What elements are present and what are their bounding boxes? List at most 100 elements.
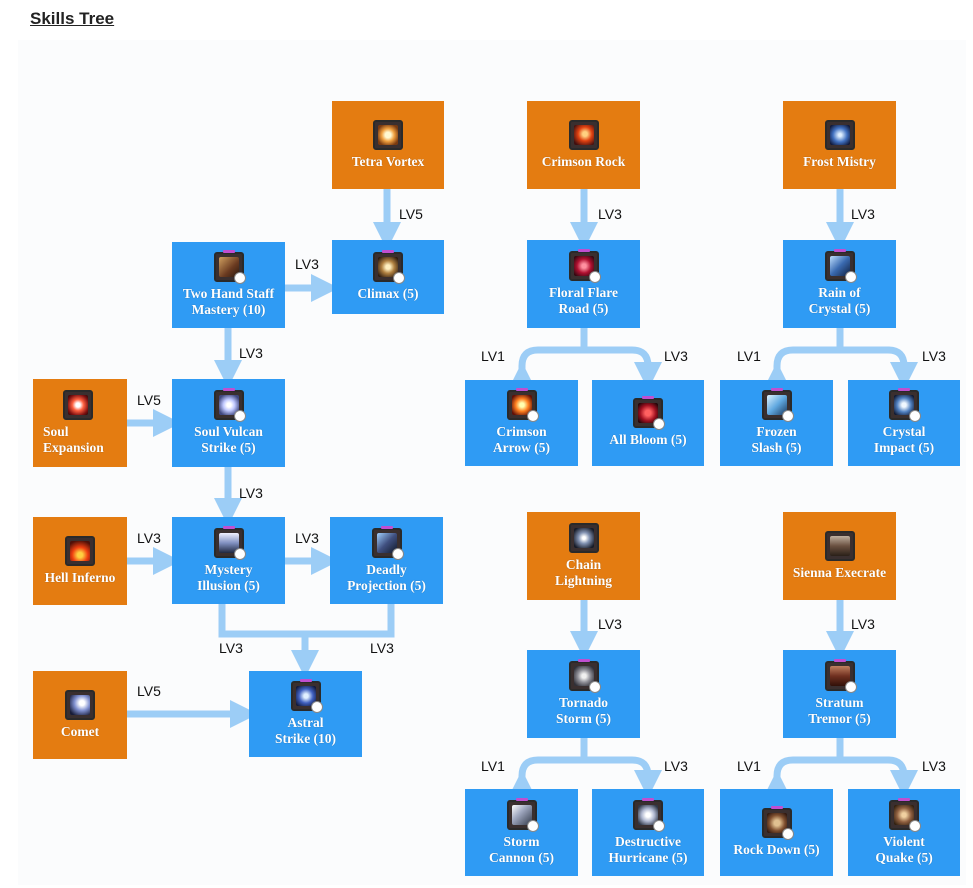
node-stratum-tremor[interactable]: Stratum Tremor (5) bbox=[783, 650, 896, 738]
node-label: Comet bbox=[60, 724, 100, 739]
node-frozen-slash[interactable]: Frozen Slash (5) bbox=[720, 380, 833, 466]
node-label: Frost Mistry bbox=[803, 154, 876, 169]
tetra-vortex-icon bbox=[373, 120, 403, 150]
node-crystal-impact[interactable]: Crystal Impact (5) bbox=[848, 380, 960, 466]
node-floral-flare-road[interactable]: Floral Flare Road (5) bbox=[527, 240, 640, 328]
level-label: LV3 bbox=[295, 256, 319, 272]
node-astral-strike[interactable]: Astral Strike (10) bbox=[249, 671, 362, 757]
node-label: Soul Vulcan Strike (5) bbox=[194, 424, 263, 455]
two-hand-staff-mastery-icon bbox=[213, 250, 246, 284]
node-tornado-storm[interactable]: Tornado Storm (5) bbox=[527, 650, 640, 738]
node-tetra-vortex[interactable]: Tetra Vortex bbox=[332, 101, 444, 189]
node-crimson-arrow[interactable]: Crimson Arrow (5) bbox=[465, 380, 578, 466]
level-label: LV5 bbox=[137, 683, 161, 699]
node-label: Chain Lightning bbox=[554, 557, 613, 588]
node-frost-mistry[interactable]: Frost Mistry bbox=[783, 101, 896, 189]
all-bloom-icon bbox=[633, 396, 665, 430]
node-label: Crystal Impact (5) bbox=[873, 424, 935, 455]
level-label: LV3 bbox=[239, 485, 263, 501]
node-rain-of-crystal[interactable]: Rain of Crystal (5) bbox=[783, 240, 896, 328]
node-mystery-illusion[interactable]: Mystery Illusion (5) bbox=[172, 517, 285, 604]
node-label: Rock Down (5) bbox=[733, 841, 820, 857]
crimson-rock-icon bbox=[568, 120, 599, 150]
node-label: Tetra Vortex bbox=[351, 154, 425, 169]
tornado-storm-icon bbox=[568, 659, 601, 693]
violent-quake-icon bbox=[889, 797, 921, 832]
crystal-impact-icon bbox=[889, 388, 921, 422]
node-label: Frozen Slash (5) bbox=[751, 424, 802, 455]
astral-strike-icon bbox=[290, 679, 323, 713]
destructive-hurricane-icon bbox=[633, 797, 665, 832]
climax-icon bbox=[373, 250, 405, 284]
node-label: Deadly Projection (5) bbox=[347, 561, 426, 593]
comet-icon bbox=[65, 690, 95, 720]
level-label: LV1 bbox=[481, 758, 505, 774]
node-soul-expansion[interactable]: Soul Expansion bbox=[33, 379, 127, 467]
node-chain-lightning[interactable]: Chain Lightning bbox=[527, 512, 640, 600]
node-label: Hell Inferno bbox=[44, 570, 116, 585]
rock-down-icon bbox=[761, 805, 794, 840]
node-destructive-hurricane[interactable]: Destructive Hurricane (5) bbox=[592, 789, 704, 876]
connector-floral-branches bbox=[508, 346, 662, 390]
level-label: LV3 bbox=[370, 640, 394, 656]
level-label: LV3 bbox=[219, 640, 243, 656]
node-all-bloom[interactable]: All Bloom (5) bbox=[592, 380, 704, 466]
frost-mistry-icon bbox=[824, 120, 855, 150]
node-deadly-projection[interactable]: Deadly Projection (5) bbox=[330, 517, 443, 604]
node-label: Storm Cannon (5) bbox=[489, 833, 554, 865]
chain-lightning-icon bbox=[568, 523, 599, 553]
connector-rain-branches bbox=[763, 346, 918, 390]
level-label: LV3 bbox=[295, 530, 319, 546]
node-label: Sienna Execrate bbox=[792, 565, 887, 580]
connector-tornado-branches bbox=[508, 756, 662, 798]
storm-cannon-icon bbox=[506, 797, 539, 832]
crimson-arrow-icon bbox=[506, 388, 539, 422]
level-label: LV3 bbox=[664, 758, 688, 774]
node-crimson-rock[interactable]: Crimson Rock bbox=[527, 101, 640, 189]
level-label: LV1 bbox=[737, 348, 761, 364]
level-label: LV5 bbox=[137, 392, 161, 408]
level-label: LV3 bbox=[851, 206, 875, 222]
node-label: Tornado Storm (5) bbox=[555, 695, 612, 726]
stratum-tremor-icon bbox=[824, 659, 857, 693]
node-comet[interactable]: Comet bbox=[33, 671, 127, 759]
deadly-projection-icon bbox=[371, 525, 404, 560]
frozen-slash-icon bbox=[761, 388, 794, 422]
node-label: Astral Strike (10) bbox=[274, 715, 337, 746]
soul-expansion-icon bbox=[63, 390, 93, 420]
node-label: Floral Flare Road (5) bbox=[548, 285, 619, 316]
node-violent-quake[interactable]: Violent Quake (5) bbox=[848, 789, 960, 876]
node-rock-down[interactable]: Rock Down (5) bbox=[720, 789, 833, 876]
node-label: Crimson Rock bbox=[541, 154, 626, 169]
node-label: All Bloom (5) bbox=[609, 432, 687, 447]
soul-vulcan-strike-icon bbox=[213, 388, 246, 422]
page-title: Skills Tree bbox=[30, 9, 115, 28]
connector-mystery-join bbox=[218, 604, 395, 638]
node-label: Crimson Arrow (5) bbox=[492, 424, 551, 455]
level-label: LV3 bbox=[598, 206, 622, 222]
sienna-execrate-icon bbox=[824, 531, 855, 561]
level-label: LV3 bbox=[664, 348, 688, 364]
rain-of-crystal-icon bbox=[824, 249, 857, 283]
hell-inferno-icon bbox=[65, 536, 95, 566]
node-two-hand-staff-mastery[interactable]: Two Hand Staff Mastery (10) bbox=[172, 242, 285, 328]
node-label: Violent Quake (5) bbox=[875, 833, 933, 865]
level-label: LV5 bbox=[399, 206, 423, 222]
node-sienna-execrate[interactable]: Sienna Execrate bbox=[783, 512, 896, 600]
connector-stratum-branches bbox=[763, 756, 918, 798]
floral-flare-road-icon bbox=[568, 249, 601, 283]
node-climax[interactable]: Climax (5) bbox=[332, 240, 444, 314]
level-label: LV3 bbox=[137, 530, 161, 546]
level-label: LV1 bbox=[737, 758, 761, 774]
node-soul-vulcan-strike[interactable]: Soul Vulcan Strike (5) bbox=[172, 379, 285, 467]
level-label: LV3 bbox=[598, 616, 622, 632]
node-label: Climax (5) bbox=[357, 286, 419, 301]
level-label: LV3 bbox=[922, 348, 946, 364]
node-storm-cannon[interactable]: Storm Cannon (5) bbox=[465, 789, 578, 876]
node-label: Destructive Hurricane (5) bbox=[608, 833, 688, 865]
node-label: Soul Expansion bbox=[43, 424, 104, 455]
level-label: LV3 bbox=[239, 345, 263, 361]
node-hell-inferno[interactable]: Hell Inferno bbox=[33, 517, 127, 605]
level-label: LV1 bbox=[481, 348, 505, 364]
